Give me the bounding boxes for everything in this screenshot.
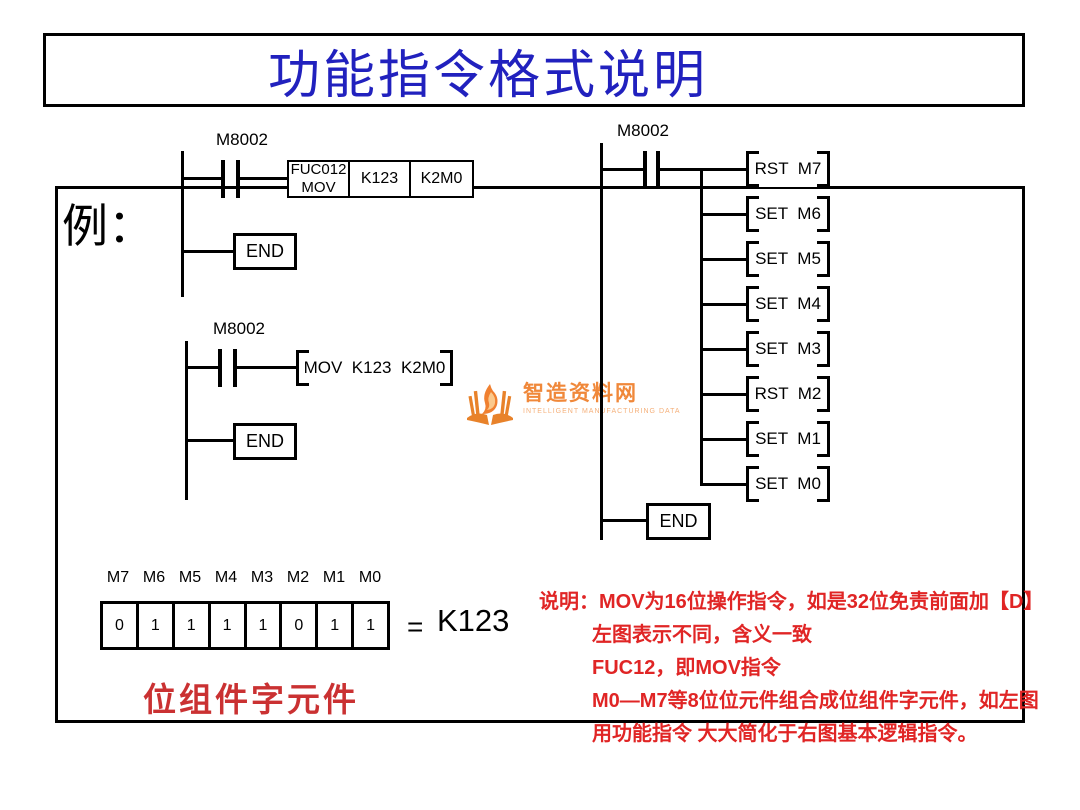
contact-bar bbox=[233, 349, 237, 387]
contact-bar bbox=[218, 349, 222, 387]
rung-line bbox=[182, 177, 223, 180]
content-frame bbox=[55, 186, 1025, 723]
contact-label-m8002-left1: M8002 bbox=[216, 130, 268, 149]
func-name: MOV bbox=[301, 179, 336, 196]
instruction-bracket-set-m5: SET M5 bbox=[746, 241, 830, 277]
end-box-left1: END bbox=[233, 233, 297, 270]
bit-label: M0 bbox=[358, 569, 382, 586]
ladder-rail bbox=[600, 143, 603, 540]
instruction-bracket-set-m4: SET M4 bbox=[746, 286, 830, 322]
bit-table-caption: 位组件字元件 bbox=[143, 681, 359, 718]
equals-sign: = bbox=[407, 611, 424, 642]
rung-line bbox=[240, 177, 287, 180]
watermark: 智造资料网 INTELLIGENT MANUFACTURING DATA bbox=[466, 382, 681, 428]
bit-label: M1 bbox=[322, 569, 346, 586]
contact-bar bbox=[221, 160, 225, 198]
rung-line bbox=[186, 366, 218, 369]
rung-line bbox=[701, 258, 746, 261]
note-line: 用功能指令 大大简化于右图基本逻辑指令。 bbox=[592, 723, 978, 745]
bit-label: M4 bbox=[214, 569, 238, 586]
bit-table: 0 1 1 1 1 0 1 1 bbox=[100, 601, 390, 650]
instruction-boxes: FUC012 MOV K123 K2M0 bbox=[287, 160, 474, 198]
rung-line bbox=[701, 303, 746, 306]
operand-box-k2m0: K2M0 bbox=[409, 160, 474, 198]
instruction-bracket-rst-m2: RST M2 bbox=[746, 376, 830, 412]
bit-cell: 0 bbox=[100, 601, 139, 650]
bit-cell: 1 bbox=[207, 601, 247, 650]
ladder-rail bbox=[181, 151, 184, 297]
instruction-bracket-mov: MOV K123 K2M0 bbox=[296, 350, 453, 386]
contact-bar bbox=[236, 160, 240, 198]
func-code: FUC012 bbox=[290, 161, 347, 178]
bit-label: M7 bbox=[106, 569, 130, 586]
bit-cell: 1 bbox=[135, 601, 175, 650]
instruction-bracket-set-m0: SET M0 bbox=[746, 466, 830, 502]
note-line: 左图表示不同，含义一致 bbox=[592, 624, 812, 646]
example-label: 例： bbox=[62, 199, 154, 253]
rung-line bbox=[601, 168, 643, 171]
rung-line bbox=[660, 168, 746, 171]
contact-bar bbox=[656, 151, 660, 189]
end-box-left2: END bbox=[233, 423, 297, 460]
note-line: 说明：MOV为16位操作指令，如是32位免责前面加【D】 bbox=[539, 591, 1044, 613]
bit-cell: 1 bbox=[243, 601, 283, 650]
bit-label: M6 bbox=[142, 569, 166, 586]
rung-line bbox=[701, 483, 746, 486]
ladder-rail bbox=[185, 341, 188, 500]
title-box: 功能指令格式说明 bbox=[43, 33, 1025, 107]
contact-label-m8002-left2: M8002 bbox=[213, 319, 265, 338]
rung-line bbox=[186, 439, 233, 442]
bit-cell: 1 bbox=[315, 601, 355, 650]
rung-line bbox=[701, 393, 746, 396]
rung-line bbox=[701, 348, 746, 351]
note-line: M0—M7等8位位元件组合成位组件字元件，如左图 bbox=[592, 690, 1039, 712]
rung-line bbox=[701, 213, 746, 216]
book-flame-icon bbox=[467, 384, 513, 425]
instruction-bracket-set-m6: SET M6 bbox=[746, 196, 830, 232]
contact-bar bbox=[643, 151, 647, 189]
bit-cell: 1 bbox=[171, 601, 211, 650]
instruction-bracket-set-m1: SET M1 bbox=[746, 421, 830, 457]
watermark-name: 智造资料网 bbox=[523, 382, 638, 405]
note-line: FUC12，即MOV指令 bbox=[592, 657, 781, 679]
page-title: 功能指令格式说明 bbox=[267, 45, 708, 106]
rung-line bbox=[182, 250, 233, 253]
bit-label: M2 bbox=[286, 569, 310, 586]
rung-line bbox=[601, 519, 646, 522]
bit-cell: 1 bbox=[351, 601, 390, 650]
instruction-bracket-rst-m7: RST M7 bbox=[746, 151, 830, 187]
func-box: FUC012 MOV bbox=[287, 160, 350, 198]
notes-block: 说明：MOV为16位操作指令，如是32位免责前面加【D】 左图表示不同，含义一致… bbox=[539, 586, 1044, 751]
bit-cell: 0 bbox=[279, 601, 319, 650]
operand-box-k123: K123 bbox=[348, 160, 411, 198]
bit-labels-row: M7 M6 M5 M4 M3 M2 M1 M0 bbox=[100, 569, 388, 587]
bit-label: M5 bbox=[178, 569, 202, 586]
branch-rail bbox=[700, 168, 703, 486]
bit-table-result: K123 bbox=[437, 603, 510, 638]
rung-line bbox=[701, 438, 746, 441]
instruction-bracket-set-m3: SET M3 bbox=[746, 331, 830, 367]
bit-label: M3 bbox=[250, 569, 274, 586]
end-box-right: END bbox=[646, 503, 711, 540]
contact-label-m8002-right: M8002 bbox=[617, 121, 669, 140]
rung-line bbox=[237, 366, 296, 369]
